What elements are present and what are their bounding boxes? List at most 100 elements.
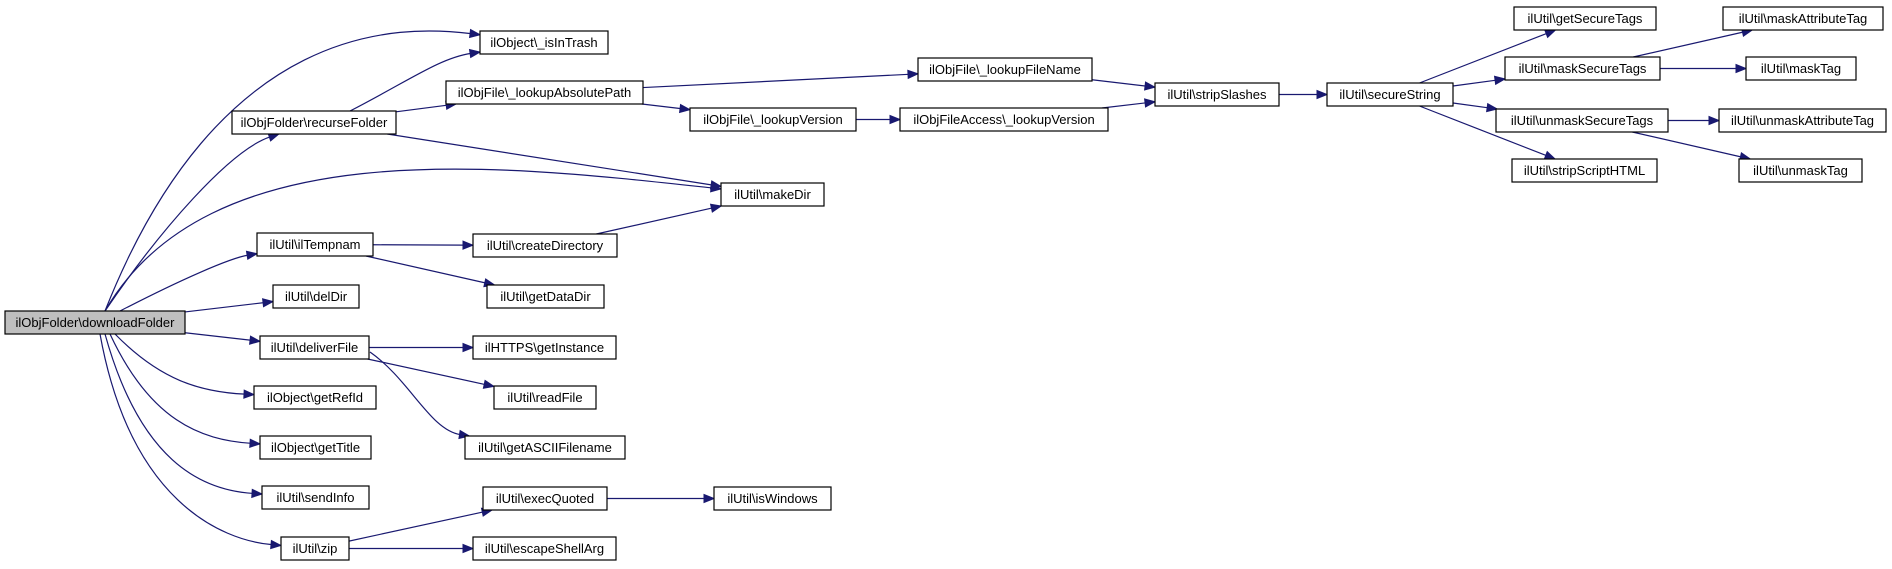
edge-maskSecureTags-to-maskTag [1660, 63, 1748, 74]
edge-lookupVersion-to-faLookupVersion [856, 114, 902, 125]
edge-deliverFile-to-readFile [367, 358, 496, 389]
node-delDir[interactable]: ilUtil\delDir [272, 284, 360, 309]
edge-line [104, 136, 271, 312]
edge-line [184, 302, 265, 313]
node-box [1513, 6, 1657, 31]
node-label: ilUtil\maskAttributeTag [1739, 11, 1868, 26]
node-readFile[interactable]: ilUtil\readFile [493, 385, 597, 410]
node-stripSlashes[interactable]: ilUtil\stripSlashes [1154, 82, 1280, 107]
node-getASCIIFilename[interactable]: ilUtil\getASCIIFilename [464, 435, 626, 460]
edge-line [1419, 32, 1548, 84]
node-escapeShellArg[interactable]: ilUtil\escapeShellArg [472, 536, 617, 561]
node-makeDir[interactable]: ilUtil\makeDir [720, 182, 825, 207]
node-box [259, 435, 372, 460]
edge-line [642, 73, 910, 89]
arrowhead-icon [1486, 102, 1499, 113]
node-unmaskAttributeTag[interactable]: ilUtil\unmaskAttributeTag [1718, 108, 1887, 133]
edge-downloadFolder-to-getTitle [109, 333, 262, 448]
node-box [493, 385, 597, 410]
node-ilTempnam[interactable]: ilUtil\ilTempnam [256, 232, 374, 257]
arrowhead-icon [462, 543, 475, 554]
edge-downloadFolder-to-getRefId [114, 333, 256, 399]
node-downloadFolder[interactable]: ilObjFolder\downloadFolder [4, 310, 186, 335]
node-label: ilHTTPS\getInstance [485, 340, 604, 355]
node-getDataDir[interactable]: ilUtil\getDataDir [486, 284, 605, 309]
edge-line [1633, 31, 1744, 58]
node-lookupFileName[interactable]: ilObjFile\_lookupFileName [917, 57, 1093, 82]
node-label: ilUtil\stripScriptHTML [1524, 163, 1645, 178]
node-label: ilUtil\execQuoted [496, 491, 594, 506]
edge-lookupFileName-to-stripSlashes [1091, 79, 1157, 91]
node-unmaskTag[interactable]: ilUtil\unmaskTag [1738, 158, 1863, 183]
node-isWindows[interactable]: ilUtil\isWindows [713, 486, 832, 511]
edge-line [1419, 105, 1547, 157]
edge-line [104, 168, 713, 312]
node-faLookupVersion[interactable]: ilObjFileAccess\_lookupVersion [899, 107, 1109, 132]
node-box [1504, 56, 1661, 81]
node-maskSecureTags[interactable]: ilUtil\maskSecureTags [1504, 56, 1661, 81]
node-box [280, 536, 350, 561]
node-box [486, 284, 605, 309]
edge-line [367, 358, 486, 386]
node-stripScriptHTML[interactable]: ilUtil\stripScriptHTML [1511, 158, 1658, 183]
node-box [464, 435, 626, 460]
node-recurseFolder[interactable]: ilObjFolder\recurseFolder [231, 110, 397, 135]
node-label: ilUtil\zip [293, 541, 338, 556]
node-label: ilUtil\isWindows [727, 491, 818, 506]
node-box [231, 110, 397, 135]
edge-line [99, 333, 273, 546]
edge-line [1632, 131, 1742, 158]
graph-edges [99, 27, 1754, 554]
edge-downloadFolder-to-deliverFile [184, 332, 262, 345]
node-maskAttributeTag[interactable]: ilUtil\maskAttributeTag [1722, 6, 1884, 31]
node-box [472, 233, 618, 258]
arrowhead-icon [1735, 63, 1748, 74]
node-label: ilUtil\deliverFile [271, 340, 358, 355]
node-lookupVersion[interactable]: ilObjFile\_lookupVersion [689, 107, 857, 132]
node-label: ilUtil\sendInfo [276, 490, 354, 505]
node-execQuoted[interactable]: ilUtil\execQuoted [482, 486, 608, 511]
edge-line [348, 511, 484, 542]
node-box [917, 57, 1093, 82]
node-deliverFile[interactable]: ilUtil\deliverFile [259, 335, 370, 360]
node-getRefId[interactable]: ilObject\getRefId [253, 385, 377, 410]
node-getTitle[interactable]: ilObject\getTitle [259, 435, 372, 460]
node-label: ilUtil\unmaskSecureTags [1511, 113, 1654, 128]
node-sendInfo[interactable]: ilUtil\sendInfo [261, 485, 370, 510]
node-unmaskSecureTags[interactable]: ilUtil\unmaskSecureTags [1495, 108, 1669, 133]
arrowhead-icon [245, 250, 259, 261]
node-box [1511, 158, 1658, 183]
edge-maskSecureTags-to-maskAttributeTag [1633, 27, 1754, 58]
node-label: ilUtil\makeDir [734, 187, 811, 202]
node-box [1718, 108, 1887, 133]
node-box [482, 486, 608, 511]
node-lookupAbsolutePath[interactable]: ilObjFile\_lookupAbsolutePath [445, 80, 644, 105]
node-zip[interactable]: ilUtil\zip [280, 536, 350, 561]
edge-createDirectory-to-makeDir [596, 203, 723, 235]
node-label: ilUtil\ilTempnam [269, 237, 360, 252]
node-getSecureTags[interactable]: ilUtil\getSecureTags [1513, 6, 1657, 31]
edge-downloadFolder-to-delDir [184, 298, 275, 313]
node-createDirectory[interactable]: ilUtil\createDirectory [472, 233, 618, 258]
arrowhead-icon [1493, 75, 1507, 86]
arrowhead-icon [243, 389, 256, 399]
arrowhead-icon [1543, 150, 1557, 160]
arrowhead-icon [709, 180, 723, 190]
edge-line [104, 333, 254, 495]
node-maskTag[interactable]: ilUtil\maskTag [1745, 56, 1857, 81]
node-label: ilUtil\createDirectory [487, 238, 604, 253]
arrowhead-icon [1144, 98, 1157, 108]
edge-line [365, 255, 486, 284]
arrowhead-icon [462, 240, 475, 250]
edge-line [349, 52, 472, 112]
node-secureString[interactable]: ilUtil\secureString [1326, 82, 1454, 107]
node-box [1326, 82, 1454, 107]
edge-deliverFile-to-getInstance [369, 342, 475, 353]
node-getInstance[interactable]: ilHTTPS\getInstance [472, 335, 617, 360]
arrowhead-icon [462, 342, 475, 353]
edge-line [596, 207, 713, 235]
node-label: ilUtil\delDir [285, 289, 348, 304]
node-isInTrash[interactable]: ilObject\_isInTrash [479, 30, 609, 55]
edge-secureString-to-maskSecureTags [1452, 75, 1507, 87]
